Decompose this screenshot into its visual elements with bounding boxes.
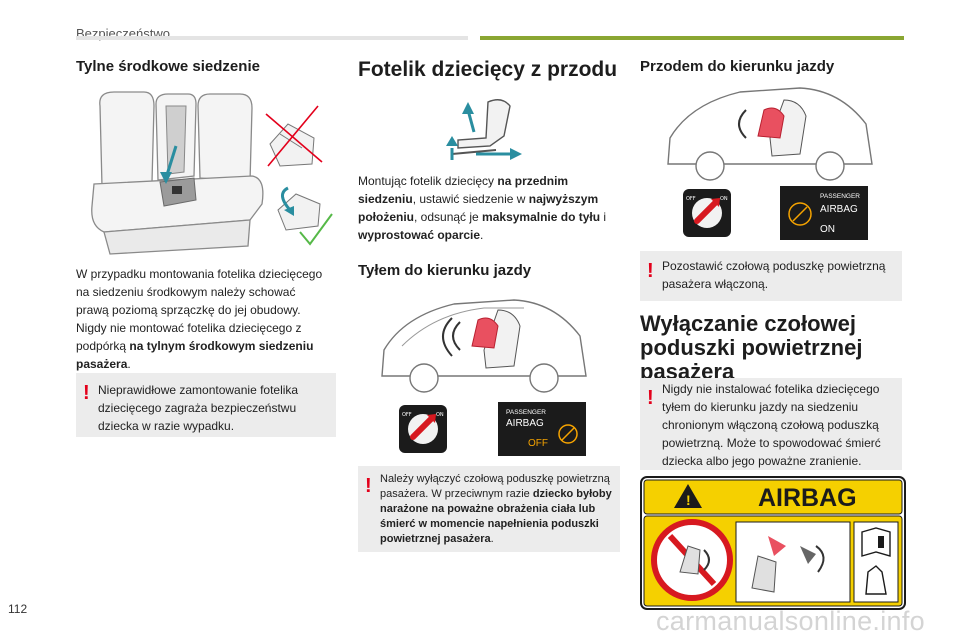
warning-icon: ! <box>83 382 90 404</box>
seat-adjust-icon <box>446 99 522 160</box>
warning-icon: ! <box>647 260 654 282</box>
rear-facing-subtitle: Tyłem do kierunku jazdy <box>358 262 532 279</box>
warning-triangle-icon <box>674 484 702 508</box>
front-seat-intro: Montując fotelik dziecięcy na przednim s… <box>358 174 607 242</box>
svg-text:AIRBAG: AIRBAG <box>506 418 544 429</box>
airbag-switch-off-icon: OFF ON <box>399 405 447 453</box>
header-divider-accent <box>480 36 904 40</box>
svg-text:OFF: OFF <box>686 196 696 202</box>
watermark: carmanualsonline.info <box>656 606 925 636</box>
disable-airbag-title: Wyłączanie czołowej poduszki powietrznej… <box>640 311 863 384</box>
rear-seat-paragraph: W przypadku montowania fotelika dziecięc… <box>76 267 323 371</box>
svg-text:AIRBAG: AIRBAG <box>758 484 857 512</box>
svg-text:AIRBAG: AIRBAG <box>820 204 858 215</box>
rear-seat-illustration <box>91 91 333 255</box>
svg-text:ON: ON <box>820 224 835 235</box>
passenger-airbag-off-indicator: PASSENGER AIRBAG OFF <box>498 402 586 456</box>
header-divider-left <box>76 36 468 40</box>
rear-seat-warning: ! Nieprawidłowe zamontowanie fotelika dz… <box>76 373 336 437</box>
svg-text:PASSENGER: PASSENGER <box>820 193 860 200</box>
passenger-airbag-on-indicator: PASSENGER AIRBAG ON <box>780 186 868 240</box>
page-number: 112 <box>8 602 28 616</box>
warning-icon: ! <box>365 475 372 497</box>
svg-text:PASSENGER: PASSENGER <box>506 409 546 416</box>
airbag-switch-on-icon: OFF ON <box>683 189 731 237</box>
svg-text:!: ! <box>686 492 691 508</box>
disable-airbag-warning: ! Nigdy nie instalować fotelika dziecięc… <box>640 378 902 470</box>
svg-text:OFF: OFF <box>528 438 548 449</box>
forward-facing-title: Przodem do kierunku jazdy <box>640 58 835 75</box>
rear-center-seat-title: Tylne środkowe siedzenie <box>76 58 260 75</box>
warning-icon: ! <box>647 387 654 409</box>
airbag-warning-label: ! AIRBAG <box>640 476 906 610</box>
svg-text:OFF: OFF <box>402 412 412 418</box>
svg-text:ON: ON <box>436 412 444 418</box>
car-forward-facing-illustration <box>667 87 873 181</box>
front-child-seat-title: Fotelik dziecięcy z przodu <box>358 58 618 81</box>
car-rear-facing-illustration <box>381 299 587 393</box>
forward-facing-info: ! Pozostawić czołową poduszkę powietrzną… <box>640 251 902 301</box>
svg-text:ON: ON <box>720 196 728 202</box>
rear-facing-warning: ! Należy wyłączyć czołową poduszkę powie… <box>358 466 620 552</box>
